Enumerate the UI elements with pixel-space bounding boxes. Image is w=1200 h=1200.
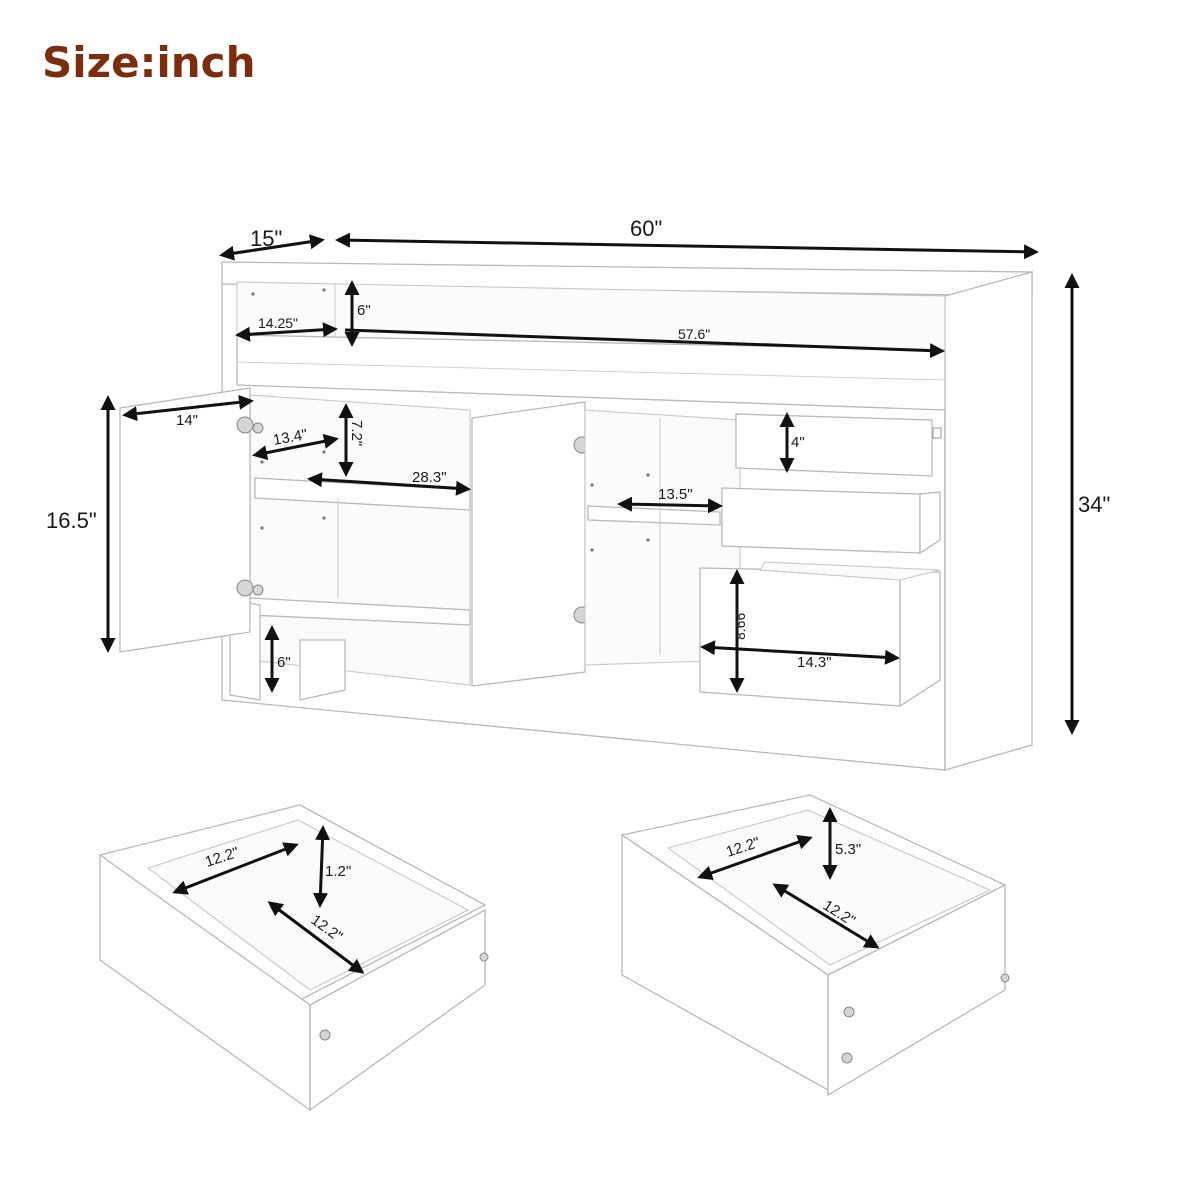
top-shelf-height-label: 6" <box>357 302 371 319</box>
leg-height-label: 6" <box>277 654 291 671</box>
door-width-label: 14" <box>176 412 198 429</box>
overall-depth-label: 15" <box>250 226 282 251</box>
top-shelf-left-width-label: 14.25" <box>258 315 298 331</box>
page-title: Size:inch <box>42 38 256 87</box>
small-drawer-drawing: 12.2" 1.2" 12.2" <box>98 804 489 1112</box>
shelf-height-label: 7.2" <box>348 420 365 446</box>
top-drawer-height-label: 4" <box>791 434 805 451</box>
large-drawer-height-label: 5.3" <box>835 841 861 858</box>
compartment-depth-label: 13.4" <box>272 426 309 449</box>
overall-width-label: 60" <box>630 216 662 241</box>
top-shelf-main-width-label: 57.6" <box>678 326 710 342</box>
door-height-label: 16.5" <box>46 508 97 533</box>
large-drawer-drawing: 12.2" 5.3" 12.2" <box>620 794 1010 1097</box>
small-drawer-height-label: 1.2" <box>325 863 351 880</box>
overall-height-label: 34" <box>1078 492 1110 517</box>
right-shelf-depth-label: 13.5" <box>658 486 693 503</box>
compartment-width-label: 28.3" <box>412 469 447 486</box>
bottom-drawer-height-label: 8.66" <box>732 608 748 640</box>
bottom-drawer-width-label: 14.3" <box>797 654 832 671</box>
cabinet-drawing <box>119 261 1033 771</box>
cabinet-dimensions: 15" 60" 34" 6" 14.25" 57.6" 16.5" 14" 13… <box>46 216 1110 735</box>
